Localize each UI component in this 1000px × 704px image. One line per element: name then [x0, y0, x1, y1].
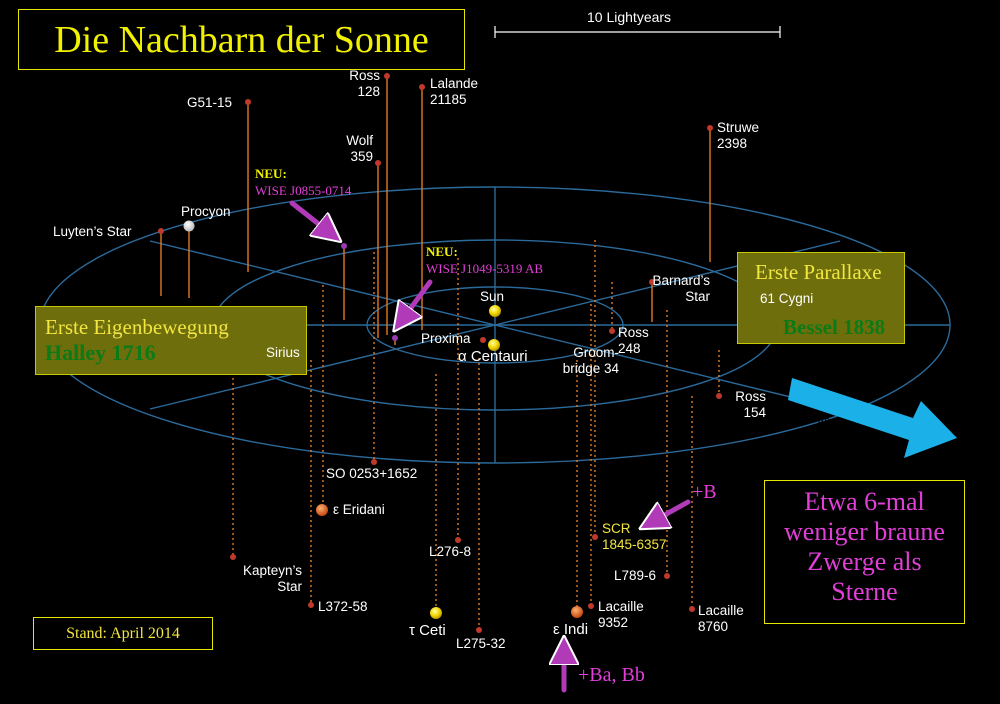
- plus-b-annotation: +B: [692, 481, 717, 503]
- star-label-sun: Sun: [480, 289, 505, 304]
- wise-1049-name: WISE J1049-5319 AB: [426, 261, 543, 276]
- star-label-groombridge: Groom- bridge 34: [562, 345, 619, 376]
- bessel-box: Erste Parallaxe Bessel 1838: [737, 252, 905, 344]
- star-label-ross154: Ross 154: [735, 389, 766, 420]
- discovery-arrows: [289, 200, 691, 693]
- star-label-l372-58: L372-58: [318, 599, 368, 614]
- star-label-l276-8: L276-8: [429, 544, 472, 559]
- red-dwarfs: [158, 73, 722, 633]
- page-title-text: Die Nachbarn der Sonne: [54, 18, 429, 61]
- scale-bar: [494, 26, 781, 38]
- wise-0855-name: WISE J0855-0714: [255, 183, 352, 198]
- star-label-alpha-centauri: α Centauri: [458, 348, 528, 365]
- neu-label: NEU:: [426, 244, 458, 259]
- halley-line1: Erste Eigenbewegung: [45, 315, 229, 339]
- star-label-barnard: Barnard’s Star: [652, 273, 710, 304]
- star-label-l275-32: L275-32: [456, 636, 506, 651]
- new-wise-1049: NEU: WISE J1049-5319 AB: [426, 243, 543, 277]
- stand-box: Stand: April 2014: [33, 617, 213, 650]
- page-title: Die Nachbarn der Sonne: [18, 9, 465, 70]
- star-label-so0253: SO 0253+1652: [326, 466, 418, 481]
- halley-box: Erste Eigenbewegung Halley 1716: [35, 306, 307, 375]
- star-label-g51-15: G51-15: [187, 95, 233, 110]
- star-label-wolf359: Wolf 359: [346, 133, 373, 164]
- galactic-center-arrow: [788, 378, 957, 458]
- brown-line3: Zwerge als: [807, 547, 922, 576]
- brown-line2: weniger braune: [784, 517, 945, 546]
- star-label-eps-eridani: ε Eridani: [333, 502, 385, 517]
- bessel-line2: Bessel 1838: [783, 315, 886, 339]
- brown-line4: Sterne: [831, 577, 898, 606]
- star-label-tau-ceti: τ Ceti: [409, 622, 446, 639]
- star-label-proxima: Proxima: [421, 331, 471, 346]
- star-label-ross248: Ross 248: [618, 325, 649, 356]
- star-label-scr: SCR 1845-6357: [602, 521, 667, 552]
- star-label-l789-6: L789-6: [614, 568, 657, 583]
- star-label-luyten: Luyten’s Star: [53, 224, 132, 239]
- star-label-kapteyn: Kapteyn’s Star: [242, 563, 302, 594]
- halley-line2: Halley 1716: [45, 340, 156, 365]
- scale-label: 10 Lightyears: [587, 9, 672, 25]
- plus-ba-bb-annotation: +Ba, Bb: [578, 664, 645, 686]
- brown-dwarfs: [341, 243, 398, 341]
- brown-line1: Etwa 6-mal: [804, 487, 925, 516]
- star-label-ross128: Ross 128: [349, 68, 380, 99]
- neu-label: NEU:: [255, 166, 287, 181]
- star-label-lalande: Lalande 21185: [430, 76, 479, 107]
- star-label-eps-indi: ε Indi: [553, 621, 589, 638]
- star-label-procyon: Procyon: [181, 204, 231, 219]
- new-wise-0855: NEU: WISE J0855-0714: [255, 165, 351, 199]
- star-label-lacaille8760: Lacaille 8760: [698, 603, 744, 634]
- star-label-lacaille9352: Lacaille 9352: [598, 599, 644, 630]
- bessel-line1: Erste Parallaxe: [755, 260, 882, 284]
- brown-dwarf-box: Etwa 6-mal weniger braune Zwerge als Ste…: [764, 480, 965, 624]
- star-label-struwe: Struwe 2398: [717, 120, 760, 151]
- stand-text: Stand: April 2014: [66, 624, 180, 642]
- star-label-sirius: Sirius: [266, 345, 300, 360]
- star-label-61-cygni: 61 Cygni: [760, 291, 814, 306]
